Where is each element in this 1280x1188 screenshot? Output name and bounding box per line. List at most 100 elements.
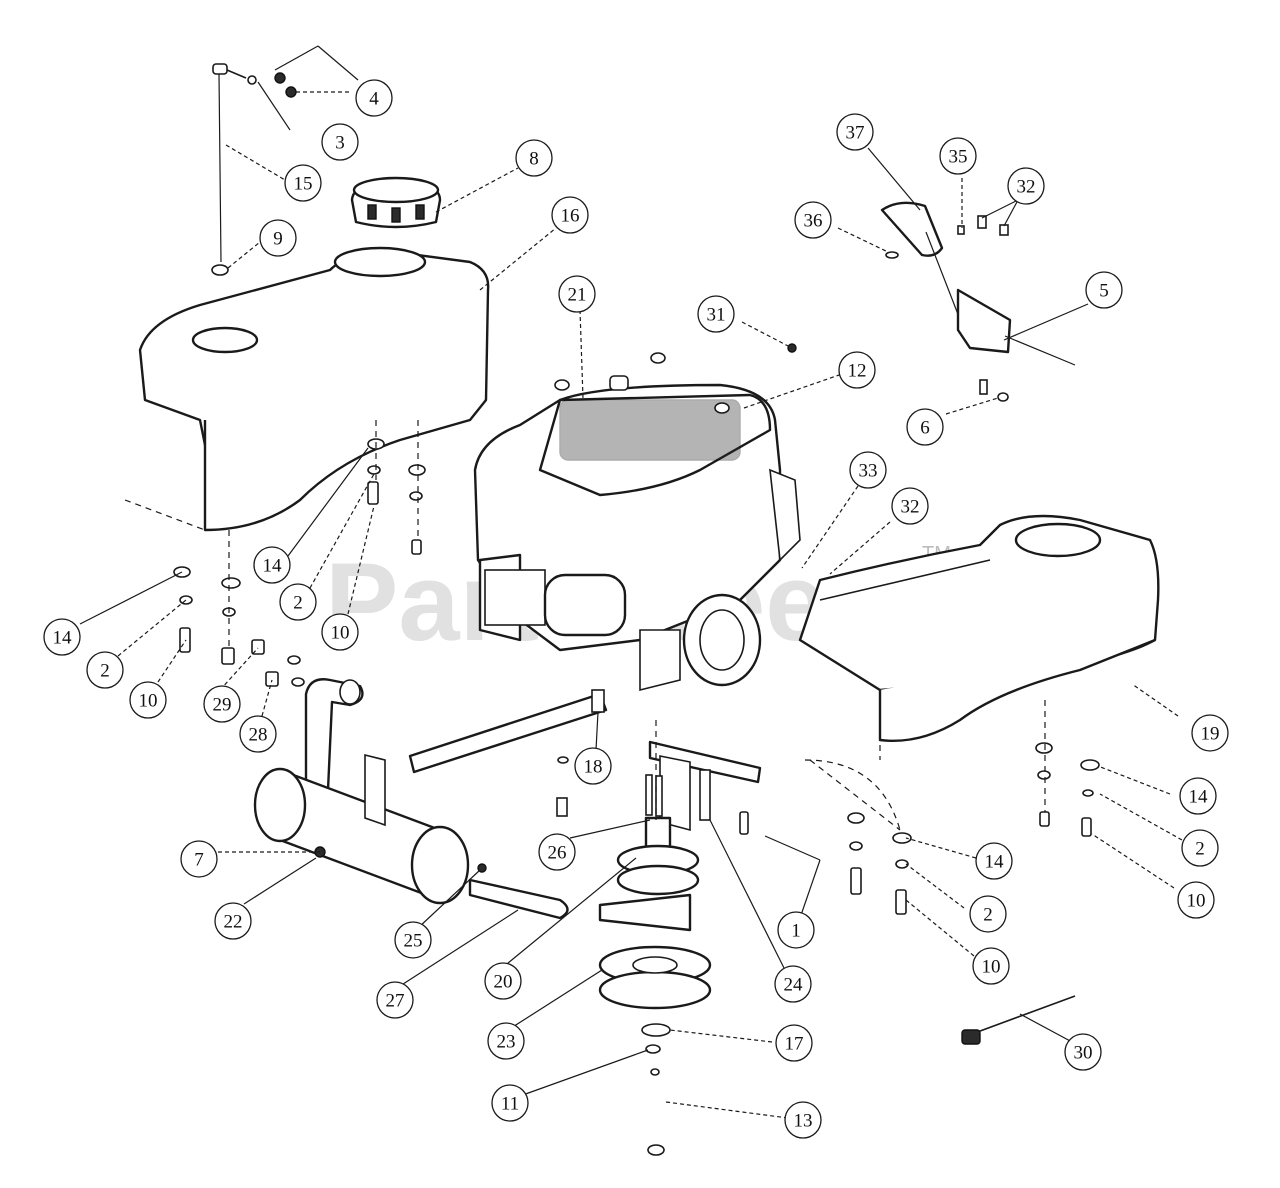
svg-text:17: 17 bbox=[785, 1034, 804, 1055]
callout-14-outer-right: 14 bbox=[1179, 777, 1217, 815]
svg-text:22: 22 bbox=[224, 912, 243, 933]
callout-14-outer-left: 14 bbox=[43, 618, 81, 656]
callout-23: 23 bbox=[487, 1022, 525, 1060]
callout-29: 29 bbox=[203, 685, 241, 723]
callout-5: 5 bbox=[1085, 271, 1123, 309]
svg-text:33: 33 bbox=[859, 461, 878, 482]
bracket-assembly bbox=[556, 740, 762, 835]
callout-3: 3 bbox=[321, 123, 359, 161]
callout-7: 7 bbox=[180, 840, 218, 878]
svg-text:18: 18 bbox=[584, 757, 603, 778]
svg-text:23: 23 bbox=[497, 1032, 516, 1053]
svg-text:31: 31 bbox=[707, 305, 726, 326]
zip-tie bbox=[961, 995, 1076, 1045]
callout-26: 26 bbox=[538, 833, 576, 871]
svg-text:16: 16 bbox=[561, 206, 580, 227]
callout-28: 28 bbox=[239, 715, 277, 753]
svg-text:37: 37 bbox=[846, 123, 865, 144]
svg-text:21: 21 bbox=[568, 285, 587, 306]
svg-text:25: 25 bbox=[404, 931, 423, 952]
callout-14-tank-left: 14 bbox=[253, 546, 291, 584]
right-fuel-tank bbox=[798, 514, 1160, 831]
svg-text:7: 7 bbox=[194, 850, 204, 871]
callout-27: 27 bbox=[376, 981, 414, 1019]
callout-2-outer-right: 2 bbox=[1181, 829, 1219, 867]
callout-32-top: 32 bbox=[1007, 167, 1045, 205]
svg-text:2: 2 bbox=[1195, 839, 1205, 860]
svg-text:10: 10 bbox=[331, 623, 350, 644]
callout-10-outer-left: 10 bbox=[129, 681, 167, 719]
right-tank-hardware bbox=[847, 700, 1100, 915]
svg-text:36: 36 bbox=[804, 211, 823, 232]
fuel-cap bbox=[350, 176, 442, 229]
callout-24: 24 bbox=[774, 965, 812, 1003]
callout-13: 13 bbox=[784, 1101, 822, 1139]
svg-text:10: 10 bbox=[982, 957, 1001, 978]
callout-30: 30 bbox=[1064, 1033, 1102, 1071]
callout-2-tank-left: 2 bbox=[279, 583, 317, 621]
svg-text:26: 26 bbox=[548, 843, 567, 864]
callout-22: 22 bbox=[214, 902, 252, 940]
svg-text:28: 28 bbox=[249, 725, 268, 746]
svg-text:20: 20 bbox=[494, 972, 513, 993]
svg-text:14: 14 bbox=[1189, 787, 1209, 808]
svg-text:1: 1 bbox=[791, 921, 801, 942]
svg-text:13: 13 bbox=[794, 1111, 813, 1132]
callout-18: 18 bbox=[574, 747, 612, 785]
svg-text:30: 30 bbox=[1074, 1043, 1093, 1064]
callout-20: 20 bbox=[484, 962, 522, 1000]
callout-37: 37 bbox=[836, 113, 874, 151]
svg-text:9: 9 bbox=[273, 229, 283, 250]
left-tank-hardware bbox=[173, 420, 426, 665]
callout-31: 31 bbox=[697, 295, 735, 333]
svg-text:27: 27 bbox=[386, 991, 405, 1012]
svg-text:24: 24 bbox=[784, 975, 804, 996]
callout-16: 16 bbox=[551, 196, 589, 234]
callout-17: 17 bbox=[775, 1024, 813, 1062]
fitting-pair bbox=[274, 72, 297, 98]
svg-text:10: 10 bbox=[139, 691, 158, 712]
callout-6: 6 bbox=[906, 408, 944, 446]
drive-shaft bbox=[408, 689, 608, 774]
svg-text:2: 2 bbox=[293, 593, 303, 614]
svg-text:19: 19 bbox=[1201, 724, 1220, 745]
callout-21: 21 bbox=[558, 275, 596, 313]
callout-19: 19 bbox=[1191, 714, 1229, 752]
callout-8: 8 bbox=[515, 139, 553, 177]
svg-text:15: 15 bbox=[294, 174, 313, 195]
callout-25: 25 bbox=[394, 921, 432, 959]
svg-text:2: 2 bbox=[983, 905, 993, 926]
callout-15: 15 bbox=[284, 164, 322, 202]
svg-text:2: 2 bbox=[100, 661, 110, 682]
svg-text:6: 6 bbox=[920, 418, 930, 439]
svg-text:4: 4 bbox=[369, 89, 379, 110]
svg-text:8: 8 bbox=[529, 149, 539, 170]
pulley-stack bbox=[598, 720, 712, 1156]
svg-text:5: 5 bbox=[1099, 281, 1109, 302]
svg-text:29: 29 bbox=[213, 695, 232, 716]
callout-32-mid: 32 bbox=[891, 487, 929, 525]
left-fuel-tank bbox=[124, 246, 490, 532]
grommet bbox=[211, 264, 229, 276]
callout-2-tank-right: 2 bbox=[969, 895, 1007, 933]
svg-text:11: 11 bbox=[501, 1094, 519, 1115]
callout-35: 35 bbox=[939, 137, 977, 175]
svg-text:32: 32 bbox=[901, 497, 920, 518]
callout-4: 4 bbox=[355, 79, 393, 117]
svg-text:32: 32 bbox=[1017, 177, 1036, 198]
callout-11: 11 bbox=[491, 1084, 529, 1122]
engine bbox=[473, 343, 801, 692]
callout-14-tank-right: 14 bbox=[975, 842, 1013, 880]
callout-10-outer-right: 10 bbox=[1177, 881, 1215, 919]
callout-12: 12 bbox=[838, 351, 876, 389]
svg-text:35: 35 bbox=[949, 147, 968, 168]
leader-lines bbox=[79, 45, 1183, 1119]
svg-text:14: 14 bbox=[53, 628, 73, 649]
callout-33: 33 bbox=[849, 451, 887, 489]
callout-36: 36 bbox=[794, 201, 832, 239]
callout-10-tank-right: 10 bbox=[972, 947, 1010, 985]
callout-9: 9 bbox=[259, 219, 297, 257]
callout-2-outer-left: 2 bbox=[86, 651, 124, 689]
svg-text:14: 14 bbox=[985, 852, 1005, 873]
